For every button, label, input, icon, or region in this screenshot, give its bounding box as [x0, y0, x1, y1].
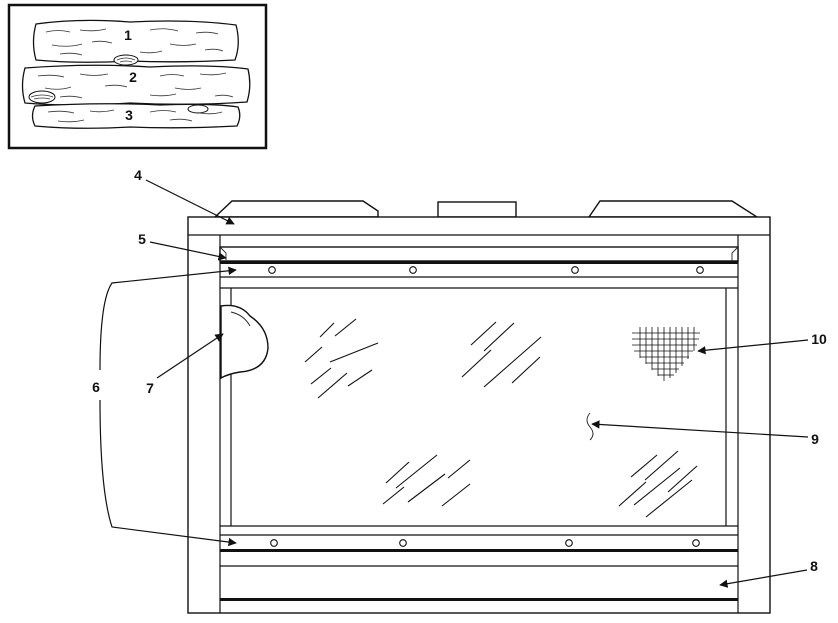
header-strip	[219, 246, 739, 262]
top-screw-4	[696, 266, 704, 274]
callout-3: 3	[125, 107, 133, 123]
leader-4	[145, 179, 235, 225]
leader-6-top	[99, 266, 237, 371]
leader-5	[149, 241, 227, 261]
bottom-screw-4	[692, 539, 700, 547]
leader-lines	[99, 179, 809, 588]
top-glass-retainer	[220, 261, 738, 264]
callout-numbers: 4 5 6 7 8 9 10	[92, 167, 827, 574]
screen-mesh	[632, 327, 700, 381]
glass-indicator	[586, 412, 594, 441]
bottom-screw-2	[399, 539, 407, 547]
leader-6-bottom	[99, 399, 237, 547]
top-screw-3	[571, 266, 579, 274]
bottom-screw-1	[270, 539, 278, 547]
glass-glare-marks	[304, 318, 698, 518]
callout-10: 10	[811, 331, 827, 347]
bottom-glass-retainer	[220, 549, 738, 552]
callout-7: 7	[146, 380, 154, 396]
bottom-screw-3	[565, 539, 573, 547]
callout-9: 9	[811, 431, 819, 447]
leader-9	[591, 420, 809, 438]
callout-1: 1	[124, 27, 132, 43]
ember-pad	[220, 304, 269, 380]
top-screw-2	[409, 266, 417, 274]
leader-7	[156, 333, 224, 379]
right-top-vent	[587, 200, 760, 218]
callout-5: 5	[138, 231, 146, 247]
log-2	[21, 64, 251, 106]
top-screw-1	[268, 266, 276, 274]
log-1	[32, 19, 239, 66]
leader-10	[697, 339, 809, 355]
callout-8: 8	[810, 558, 818, 574]
outer-frame	[187, 216, 771, 614]
callout-6: 6	[92, 379, 100, 395]
bottom-panel-rail	[220, 598, 738, 601]
callout-2: 2	[129, 69, 137, 85]
log-set-inset: 1 2 3	[7, 3, 268, 150]
left-top-vent	[213, 200, 379, 218]
callout-4: 4	[134, 167, 142, 183]
center-top-vent	[437, 201, 517, 218]
fireplace-front	[187, 200, 771, 614]
leader-8	[719, 569, 808, 588]
log-3	[31, 103, 241, 129]
